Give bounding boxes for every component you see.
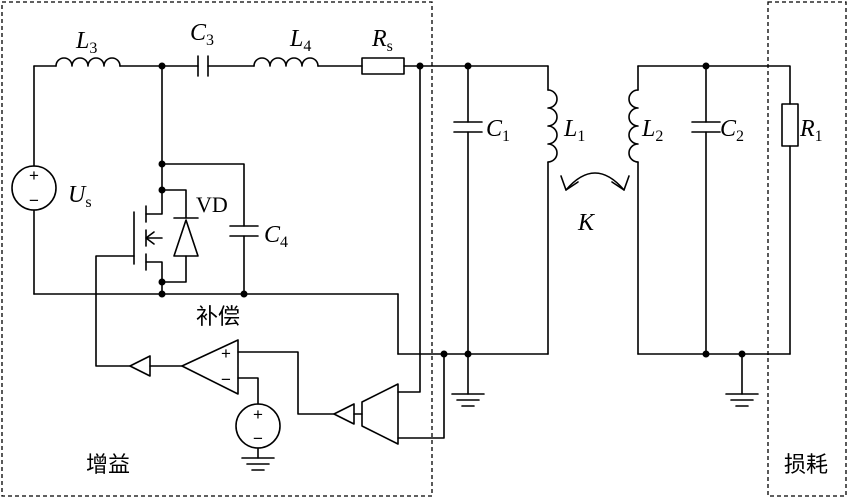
label-VD: VD — [196, 192, 228, 217]
node-top-sense — [416, 62, 424, 70]
label-C1: C1 — [486, 116, 510, 145]
right-top-wire — [637, 65, 791, 105]
capacitor-C2 — [691, 121, 721, 133]
coupling-arrowhead-right — [611, 175, 630, 191]
label-C4: C4 — [264, 222, 288, 251]
ground-ref — [241, 457, 275, 471]
node-c4-bottom — [240, 290, 248, 298]
mosfet-drain-lead — [145, 189, 163, 215]
node-c2-bottom — [702, 350, 710, 358]
opamp-plus-input — [237, 351, 335, 415]
section-gain: 增益 — [86, 453, 130, 478]
gate-wire — [95, 255, 135, 367]
label-C3: C3 — [190, 20, 214, 49]
coupling-arrow — [565, 172, 625, 191]
node-bottom-sense — [440, 350, 448, 358]
detector-in-bottom — [397, 353, 445, 439]
diode-wires — [161, 189, 187, 283]
label-L3: L3 — [75, 28, 97, 57]
detector — [361, 383, 399, 445]
diode-VD — [173, 217, 199, 257]
inductor-L3 — [55, 57, 121, 67]
opamp-plus-sign: + — [221, 344, 231, 363]
label-Rs: Rs — [371, 26, 393, 55]
mosfet-source-lead — [145, 261, 163, 295]
detector-in-top — [397, 65, 421, 393]
ground-right — [725, 393, 759, 407]
buffer-left — [129, 355, 151, 377]
ref-plus-sign: + — [253, 405, 263, 424]
section-loss: 损耗 — [784, 453, 828, 478]
opamp — [181, 339, 239, 395]
label-L4: L4 — [289, 26, 311, 55]
opamp-minus-sign: − — [221, 370, 231, 389]
inductor-L1 — [547, 89, 558, 163]
inductor-L4 — [253, 57, 319, 67]
label-K: K — [577, 210, 596, 236]
ref-minus-sign: − — [253, 429, 263, 448]
label-L1: L1 — [563, 116, 585, 145]
coupling-arrowhead-left — [560, 175, 579, 191]
loss-region-box — [767, 1, 847, 497]
us-plus-sign: + — [29, 166, 39, 185]
section-compensation: 补偿 — [196, 305, 240, 330]
mosfet-body-arrow — [145, 231, 163, 245]
label-R1: R1 — [799, 116, 823, 145]
gain-region-box — [1, 1, 433, 497]
node-bottom-comp — [158, 290, 166, 298]
us-minus-sign: − — [29, 191, 39, 210]
capacitor-C1 — [453, 121, 483, 133]
label-Us: Us — [68, 182, 92, 211]
ground-c1 — [451, 393, 485, 407]
capacitor-C3 — [197, 55, 209, 77]
resistor-R1 — [781, 103, 799, 147]
inductor-L2 — [628, 89, 639, 163]
capacitor-C4 — [229, 225, 259, 237]
opamp-minus-input — [237, 377, 259, 405]
label-C2: C2 — [720, 116, 744, 145]
c4-top-wire — [161, 163, 245, 227]
label-L2: L2 — [641, 116, 663, 145]
buffer-right — [333, 403, 355, 425]
resistor-Rs — [361, 57, 405, 75]
